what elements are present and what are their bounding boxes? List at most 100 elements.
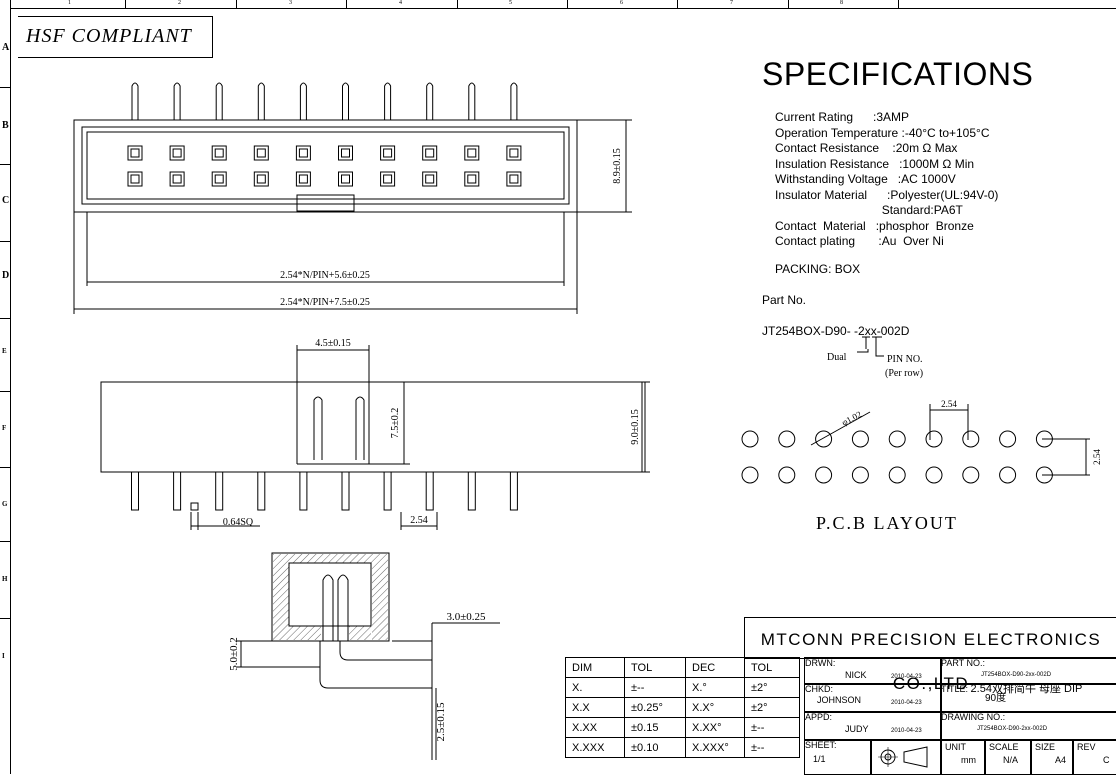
- dim-side-width: 4.5±0.15: [315, 338, 351, 349]
- pcb-hole: [962, 466, 980, 484]
- drawing-no-cell: DRAWING NO.: JT254BOX-D90-2xx-002D: [940, 711, 1116, 741]
- dual-label: Dual: [827, 352, 847, 363]
- contact-pad: [464, 171, 480, 187]
- column-divider: [457, 0, 458, 8]
- contact-pad-inner: [467, 148, 477, 158]
- contact-pad-inner: [383, 174, 393, 184]
- table-cell: X.XXX: [565, 737, 625, 758]
- dim-pin-square: 0.64SQ: [223, 517, 254, 528]
- row-letter: C: [2, 195, 10, 206]
- contact-pad: [253, 145, 269, 161]
- table-cell: X.X: [565, 697, 625, 718]
- pcb-hole: [851, 430, 869, 448]
- dim-section-height: 5.0±0.2: [228, 637, 240, 671]
- drawn-label: DRWN:: [805, 658, 836, 668]
- contact-pad: [380, 171, 396, 187]
- approved-label: APPD:: [805, 712, 833, 722]
- contact-pad-inner: [130, 174, 140, 184]
- top-pin: [257, 82, 265, 120]
- size-value: A4: [1055, 755, 1067, 765]
- row-letter: E: [2, 347, 7, 355]
- side-pin: [215, 471, 224, 511]
- part-no-value: JT254BOX-D90- -2xx-002D: [762, 324, 910, 338]
- row-letter: I: [2, 652, 5, 660]
- dim-side-inner-height: 7.5±0.2: [390, 408, 401, 439]
- company-name: MTCONN PRECISION ELECTRONICS CO.,LTD: [744, 617, 1116, 693]
- drawn-date: 2010-04-23: [891, 674, 922, 680]
- title-cell: TITLE: 2.54双排简牛 母座 DIP 90度: [940, 683, 1116, 713]
- top-pin: [468, 82, 476, 120]
- part-no-label: PART NO.:: [941, 658, 986, 668]
- table-row: X.XX ±0.15 X.XX° ±--: [565, 717, 800, 738]
- contact-pad-inner: [298, 148, 308, 158]
- pcb-pitch-y: 2.54: [1092, 449, 1102, 465]
- dim-inner-length: 2.54*N/PIN+5.6±0.25: [280, 270, 370, 281]
- column-divider: [236, 0, 237, 8]
- contact-pad: [211, 145, 227, 161]
- pcb-hole: [778, 466, 796, 484]
- side-pin: [425, 471, 434, 511]
- row-letter: D: [2, 270, 10, 281]
- contact-pad-inner: [341, 174, 350, 184]
- drawing-no-label: DRAWING NO.:: [941, 712, 1006, 722]
- contact-pad: [464, 145, 480, 161]
- table-cell: ±2°: [744, 677, 800, 698]
- side-pin: [467, 471, 476, 511]
- pcb-hole: [741, 466, 759, 484]
- row-divider: [0, 541, 10, 542]
- dim-section-tail: 2.5±0.15: [435, 702, 447, 742]
- specifications-title: SPECIFICATIONS: [762, 56, 1034, 92]
- contact-pad: [295, 145, 311, 161]
- column-number: 2: [178, 0, 181, 6]
- pcb-hole: [962, 430, 980, 448]
- contact-pad-inner: [172, 174, 182, 184]
- checked-name: JOHNSON: [817, 695, 862, 705]
- part-no-label: Part No.: [762, 293, 807, 307]
- drawn-name: NICK: [845, 670, 867, 680]
- unit-label: UNIT: [945, 742, 966, 752]
- contact-pad: [422, 171, 438, 187]
- table-row: X. ±-- X.° ±2°: [565, 677, 800, 698]
- table-cell: ±0.15: [624, 717, 686, 738]
- contact-pad: [380, 145, 396, 161]
- checked-label: CHKD:: [805, 684, 834, 694]
- contact-pad-inner: [341, 148, 350, 158]
- title-value: 2.54双排简牛 母座 DIP: [970, 683, 1083, 695]
- contact-pad-inner: [467, 174, 477, 184]
- packing-info: PACKING: BOX: [775, 262, 861, 276]
- column-number: 5: [509, 0, 512, 6]
- contact-pad: [506, 145, 522, 161]
- row-letter: G: [2, 500, 8, 508]
- hsf-compliant-label: HSF COMPLIANT: [18, 16, 213, 58]
- pcb-layout: [741, 430, 1053, 484]
- scale-cell: SCALE N/A: [984, 739, 1032, 775]
- contact-pad-inner: [172, 148, 182, 158]
- section-view: [237, 552, 500, 760]
- contact-pad-inner: [509, 174, 519, 184]
- drawing-no-value: JT254BOX-D90-2xx-002D: [977, 726, 1048, 732]
- side-view: [100, 345, 650, 530]
- table-cell: X.X°: [685, 697, 745, 718]
- dim-pitch: 2.54: [410, 515, 428, 526]
- dim-outer-length: 2.54*N/PIN+7.5±0.25: [280, 297, 370, 308]
- contact-pad-inner: [425, 148, 435, 158]
- projection-symbol-cell: [870, 739, 942, 775]
- part-no-value: JT254BOX-D90-2xx-002D: [981, 672, 1052, 678]
- table-cell: X.: [565, 677, 625, 698]
- pcb-hole: [999, 430, 1017, 448]
- contact-pad-inner: [425, 174, 435, 184]
- contact-pad: [338, 171, 353, 187]
- size-cell: SIZE A4: [1030, 739, 1074, 775]
- side-pin: [131, 471, 139, 511]
- pcb-hole: [888, 466, 906, 484]
- row-divider: [0, 318, 10, 319]
- contact-pad: [422, 145, 438, 161]
- rev-label: REV: [1077, 742, 1096, 752]
- side-pin: [299, 471, 308, 511]
- contact-pad: [169, 145, 185, 161]
- table-header: DEC: [685, 657, 745, 678]
- approved-name: JUDY: [845, 724, 869, 734]
- spec-line: Insulator Material :Polyester(UL:94V-0): [775, 187, 999, 202]
- row-letter: A: [2, 42, 10, 53]
- side-pin: [341, 471, 350, 511]
